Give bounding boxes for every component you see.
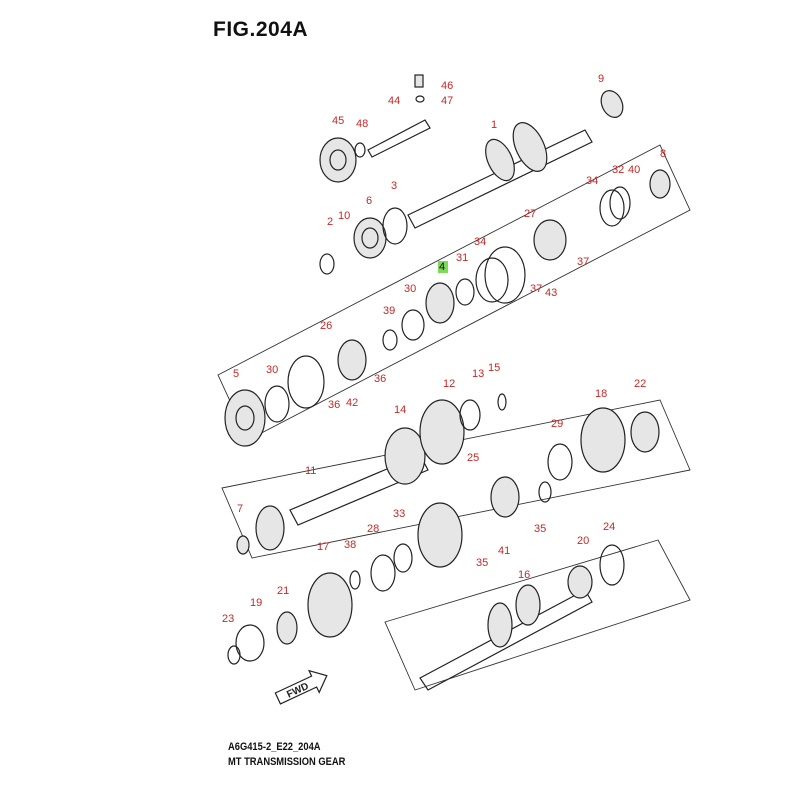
callout-34b: 34 bbox=[474, 236, 486, 248]
callout-30b: 30 bbox=[266, 364, 278, 376]
callout-23: 23 bbox=[222, 613, 234, 625]
callout-13: 13 bbox=[472, 368, 484, 380]
callout-3: 3 bbox=[391, 180, 397, 192]
callout-37b: 37 bbox=[530, 283, 542, 295]
callout-42: 42 bbox=[346, 397, 358, 409]
callout-45: 45 bbox=[332, 115, 344, 127]
callout-11: 11 bbox=[305, 465, 316, 477]
callout-35b: 35 bbox=[476, 557, 488, 569]
callout-40: 40 bbox=[628, 164, 640, 176]
frame-countershaft bbox=[221, 399, 691, 559]
callout-25: 25 bbox=[467, 452, 479, 464]
figure-caption: MT TRANSMISSION GEAR bbox=[228, 756, 346, 768]
callout-30: 30 bbox=[404, 283, 416, 295]
callout-17: 17 bbox=[317, 541, 329, 553]
callout-9: 9 bbox=[598, 73, 604, 85]
callout-19: 19 bbox=[250, 597, 262, 609]
callout-22: 22 bbox=[634, 378, 646, 390]
highlight-marker bbox=[438, 261, 448, 273]
callout-34: 34 bbox=[586, 175, 598, 187]
callout-6: 6 bbox=[366, 195, 372, 207]
callout-28: 28 bbox=[367, 523, 379, 535]
callout-31: 31 bbox=[456, 252, 468, 264]
callout-39: 39 bbox=[383, 305, 395, 317]
figure-title: FIG.204A bbox=[213, 18, 309, 41]
callout-33: 33 bbox=[393, 508, 405, 520]
callout-41: 41 bbox=[498, 545, 510, 557]
callout-24: 24 bbox=[603, 521, 615, 533]
fwd-arrow: FWD bbox=[274, 669, 328, 705]
callout-1: 1 bbox=[491, 119, 497, 131]
callout-2: 2 bbox=[327, 216, 333, 228]
output-shaft-assembly bbox=[227, 544, 625, 691]
input-shaft-assembly bbox=[224, 74, 671, 447]
callout-10: 10 bbox=[338, 210, 350, 222]
countershaft-assembly bbox=[236, 393, 660, 592]
callout-32: 32 bbox=[612, 164, 624, 176]
callout-16: 16 bbox=[518, 569, 530, 581]
callout-35: 35 bbox=[534, 523, 546, 535]
frame-output-shaft bbox=[384, 539, 691, 691]
callout-18: 18 bbox=[595, 388, 607, 400]
callout-47: 47 bbox=[441, 95, 453, 107]
callout-46: 46 bbox=[441, 80, 453, 92]
callout-12: 12 bbox=[443, 378, 455, 390]
figure-code: A6G415-2_E22_204A bbox=[228, 741, 321, 753]
callout-20: 20 bbox=[577, 535, 589, 547]
callout-15: 15 bbox=[488, 362, 500, 374]
callout-43: 43 bbox=[545, 287, 557, 299]
callout-36: 36 bbox=[374, 373, 386, 385]
callout-29: 29 bbox=[551, 418, 563, 430]
fwd-label: FWD bbox=[285, 681, 310, 701]
callout-27: 27 bbox=[524, 208, 536, 220]
callout-21: 21 bbox=[277, 585, 289, 597]
callout-5: 5 bbox=[233, 368, 239, 380]
frame-input-shaft bbox=[217, 144, 691, 441]
callout-48: 48 bbox=[356, 118, 368, 130]
callout-labels: 46 47 44 9 45 48 1 8 32 40 34 3 6 10 27 … bbox=[222, 73, 666, 625]
callout-38: 38 bbox=[344, 539, 356, 551]
callout-36b: 36 bbox=[328, 399, 340, 411]
callout-14: 14 bbox=[394, 404, 406, 416]
callout-37: 37 bbox=[577, 256, 589, 268]
callout-8: 8 bbox=[660, 148, 666, 160]
callout-7: 7 bbox=[237, 503, 243, 515]
callout-4: 4 bbox=[439, 261, 445, 273]
callout-26: 26 bbox=[320, 320, 332, 332]
callout-44: 44 bbox=[388, 95, 400, 107]
